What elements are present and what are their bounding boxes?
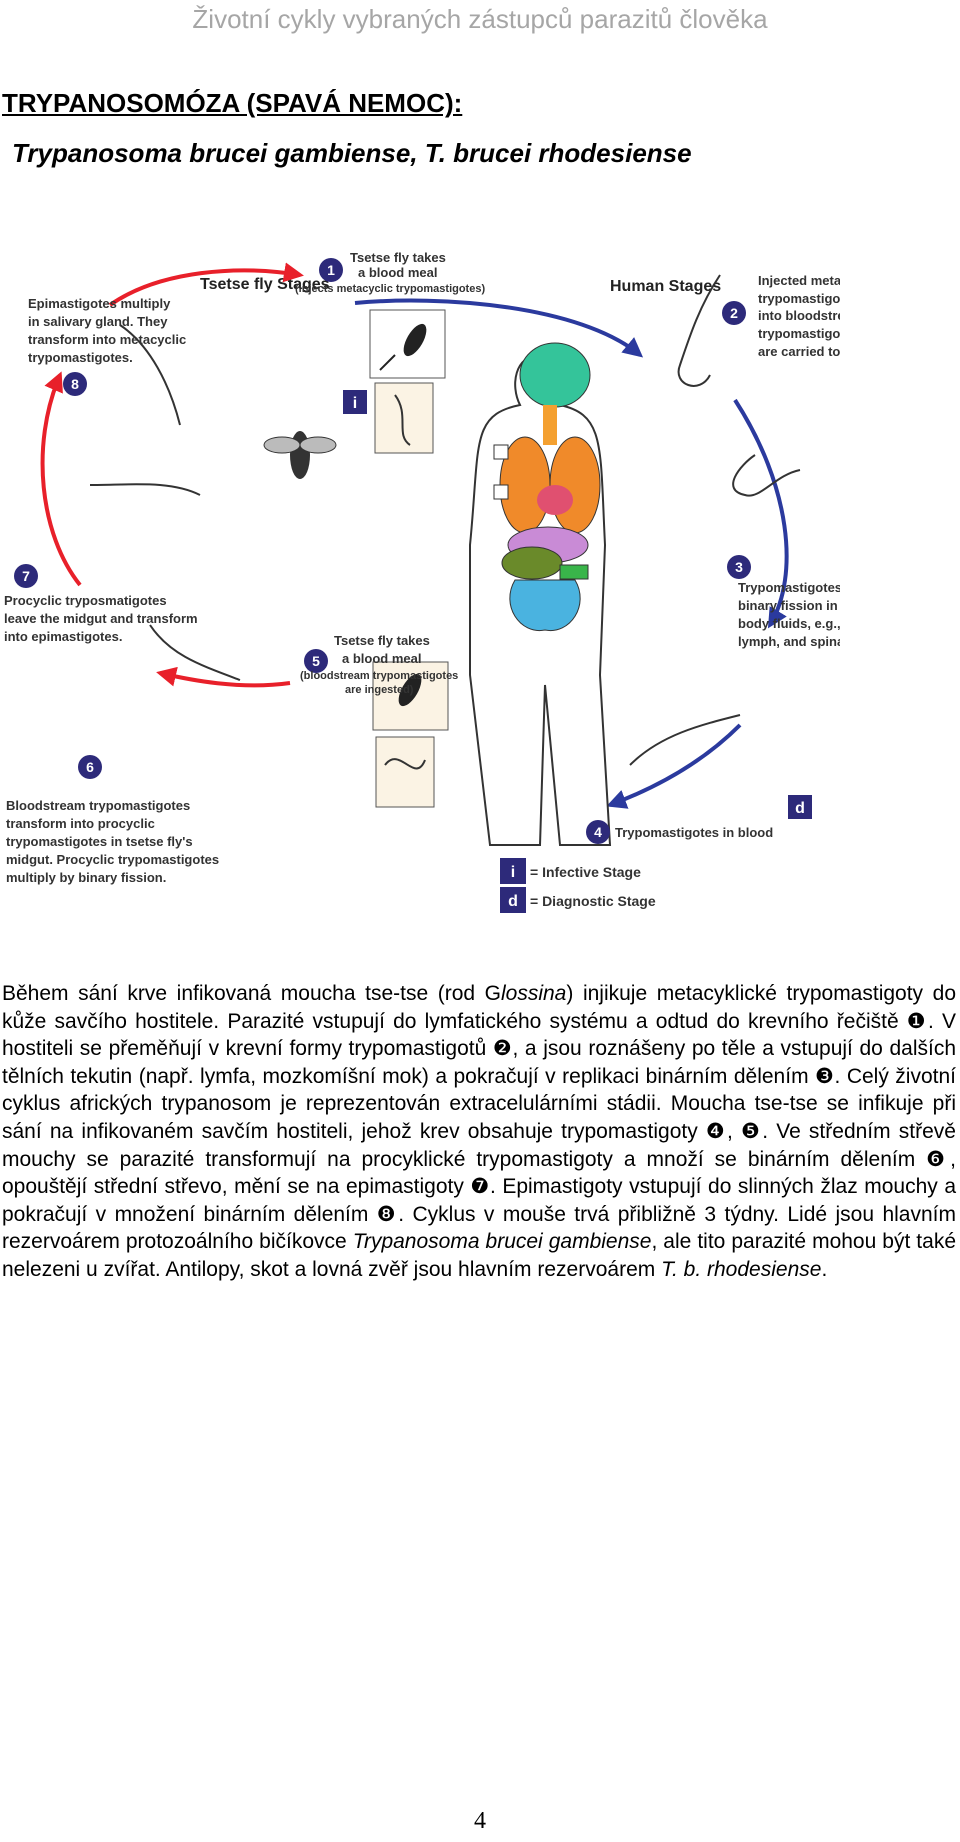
svg-text:3: 3 xyxy=(735,559,743,575)
step6-caption: Bloodstream trypomastigotes transform in… xyxy=(6,798,223,885)
body-paragraph: Během sání krve infikovaná moucha tse-ts… xyxy=(2,982,957,1281)
life-cycle-diagram: Tsetse fly Stages Human Stages xyxy=(4,250,840,913)
page-title: TRYPANOSOMÓZA (SPAVÁ NEMOC): xyxy=(2,88,463,118)
svg-text:6: 6 xyxy=(86,759,94,775)
svg-text:2: 2 xyxy=(730,305,738,321)
page-number: 4 xyxy=(474,1808,486,1834)
page-subtitle: Trypanosoma brucei gambiense, T. brucei … xyxy=(12,138,692,168)
step8-caption: Epimastigotes multiply in salivary gland… xyxy=(28,296,190,365)
svg-text:8: 8 xyxy=(71,376,79,392)
svg-text:i: i xyxy=(511,864,515,881)
figure-legend: i = Infective Stage d = Diagnostic Stage xyxy=(500,858,656,913)
human-cycle-arc-bottom xyxy=(606,723,742,809)
svg-text:4: 4 xyxy=(594,824,602,840)
human-figure xyxy=(469,342,612,846)
human-heading: Human Stages xyxy=(610,278,721,295)
diagnostic-marker-figure: d xyxy=(788,795,812,819)
running-header: Životní cykly vybraných zástupců parazit… xyxy=(192,4,768,34)
svg-text:d: d xyxy=(508,893,518,910)
tsetse-fly-bottom xyxy=(372,661,449,808)
step3-caption: Trypomastigotes multiply by binary fissi… xyxy=(738,580,840,649)
tsetse-fly-middle xyxy=(263,431,337,479)
step1-caption: Tsetse fly takes a blood meal (injects m… xyxy=(295,250,485,295)
step7-caption: Procyclic tryposmatigotes leave the midg… xyxy=(4,593,201,644)
tsetse-fly-top xyxy=(369,309,446,454)
svg-text:d: d xyxy=(795,800,805,817)
human-cycle-arc-top xyxy=(354,298,644,358)
fly-cycle-arc-bottom xyxy=(156,666,291,688)
trypanosome-sketches xyxy=(89,274,801,766)
human-cycle-arc-right xyxy=(733,398,789,629)
step2-caption: Injected metacyclic trypomastigotes tran… xyxy=(758,273,840,359)
svg-text:1: 1 xyxy=(327,262,335,278)
step4-caption: Trypomastigotes in blood xyxy=(615,825,773,840)
legend-diagnostic-label: = Diagnostic Stage xyxy=(530,893,656,909)
svg-text:5: 5 xyxy=(312,653,320,669)
infective-marker-figure: i xyxy=(343,390,367,414)
legend-infective-label: = Infective Stage xyxy=(530,864,641,880)
step5-caption: Tsetse fly takes a blood meal (bloodstre… xyxy=(300,633,462,696)
svg-text:i: i xyxy=(353,395,357,412)
step-markers: 1 2 3 4 5 6 7 8 xyxy=(14,258,751,844)
svg-text:7: 7 xyxy=(22,568,30,584)
fly-cycle-arc-upper xyxy=(108,262,304,307)
fly-cycle-arc-left xyxy=(40,371,82,587)
